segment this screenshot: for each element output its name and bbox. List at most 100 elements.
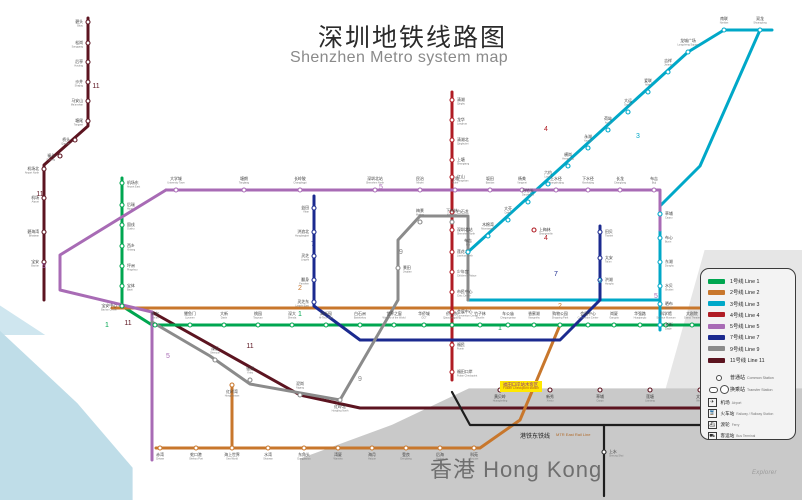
station-marker[interactable] <box>597 229 603 235</box>
station-marker[interactable] <box>85 118 91 124</box>
legend-line-row[interactable]: 5号线 Line 5 <box>708 322 788 330</box>
station-marker[interactable] <box>337 397 343 403</box>
station-marker[interactable] <box>585 145 591 151</box>
station-marker[interactable] <box>311 205 317 211</box>
station-marker[interactable] <box>657 322 663 328</box>
station-marker[interactable] <box>665 69 671 75</box>
station-marker[interactable] <box>625 109 631 115</box>
station-marker[interactable] <box>311 277 317 283</box>
station-marker[interactable] <box>449 219 455 225</box>
station-marker[interactable] <box>505 217 511 223</box>
station-marker[interactable] <box>241 187 247 193</box>
station-marker[interactable] <box>297 187 303 193</box>
station-marker[interactable] <box>187 322 193 328</box>
station-marker[interactable] <box>301 445 307 451</box>
station-marker[interactable] <box>323 322 329 328</box>
station-marker[interactable] <box>119 303 125 309</box>
legend-line-row[interactable]: 1号线 Line 1 <box>708 277 788 285</box>
station-marker[interactable] <box>689 322 695 328</box>
station-marker[interactable] <box>757 27 763 33</box>
station-marker[interactable] <box>221 322 227 328</box>
station-marker[interactable] <box>505 322 511 328</box>
station-marker[interactable] <box>471 445 477 451</box>
station-marker[interactable] <box>119 222 125 228</box>
station-marker[interactable] <box>685 49 691 55</box>
station-marker[interactable] <box>645 89 651 95</box>
station-marker[interactable] <box>553 187 559 193</box>
station-marker[interactable] <box>119 180 125 186</box>
station-marker[interactable] <box>403 445 409 451</box>
station-marker[interactable] <box>85 19 91 25</box>
station-marker[interactable] <box>449 97 455 103</box>
station-marker[interactable] <box>545 181 551 187</box>
station-marker[interactable] <box>611 322 617 328</box>
station-marker[interactable] <box>547 387 553 393</box>
station-marker[interactable] <box>41 166 47 172</box>
station-marker[interactable] <box>297 392 303 398</box>
station-marker[interactable] <box>417 187 423 193</box>
station-marker[interactable] <box>449 117 455 123</box>
station-marker[interactable] <box>173 187 179 193</box>
station-marker[interactable] <box>601 449 607 455</box>
station-marker[interactable] <box>657 235 663 241</box>
station-marker[interactable] <box>487 187 493 193</box>
station-marker[interactable] <box>119 243 125 249</box>
station-marker[interactable] <box>41 259 47 265</box>
station-marker[interactable] <box>119 202 125 208</box>
